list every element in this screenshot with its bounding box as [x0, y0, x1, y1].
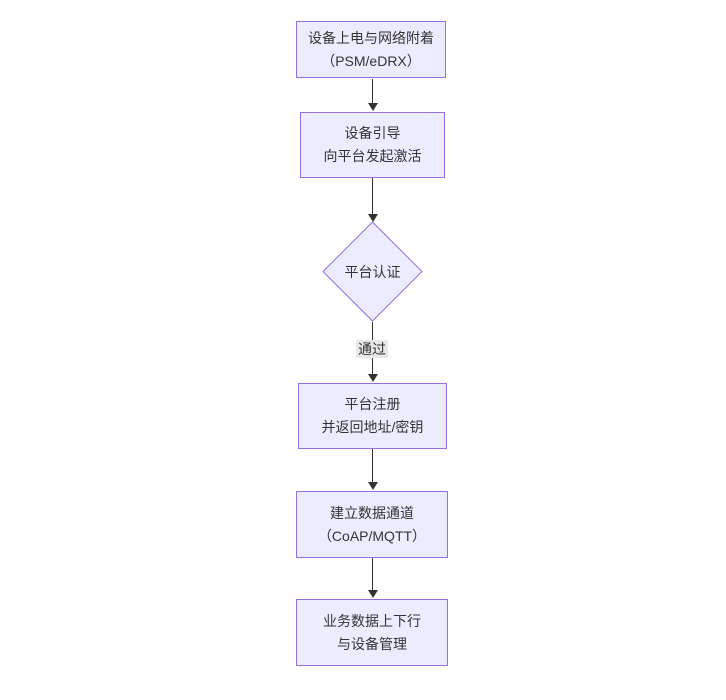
- node-label-line: 建立数据通道: [330, 504, 414, 521]
- node-platform-auth-decision: 平台认证: [322, 221, 423, 323]
- node-label-line: （PSM/eDRX）: [321, 52, 421, 69]
- node-bootstrap: 设备引导 向平台发起激活: [300, 112, 445, 178]
- edge-label-pass: 通过: [356, 340, 388, 358]
- node-platform-register: 平台注册 并返回地址/密钥: [298, 383, 447, 449]
- node-data-channel: 建立数据通道 （CoAP/MQTT）: [296, 491, 448, 558]
- node-label-line: 业务数据上下行: [323, 612, 421, 629]
- node-label-line: 设备上电与网络附着: [308, 29, 434, 46]
- flow-arrow-1: [368, 79, 378, 111]
- node-label-line: 向平台发起激活: [323, 148, 422, 164]
- node-label-line: 平台注册: [344, 396, 401, 412]
- flow-arrow-4: [368, 449, 378, 490]
- node-power-attach: 设备上电与网络附着 （PSM/eDRX）: [296, 21, 446, 78]
- node-label-line: （CoAP/MQTT）: [317, 527, 427, 544]
- node-label-line: 设备引导: [344, 125, 401, 141]
- flow-arrow-2: [368, 178, 378, 222]
- node-business-data: 业务数据上下行 与设备管理: [296, 599, 448, 666]
- node-label-line: 与设备管理: [337, 635, 407, 652]
- flow-arrow-5: [368, 558, 378, 598]
- node-label-line: 并返回地址/密钥: [321, 419, 424, 435]
- node-label-line: 平台认证: [344, 264, 401, 280]
